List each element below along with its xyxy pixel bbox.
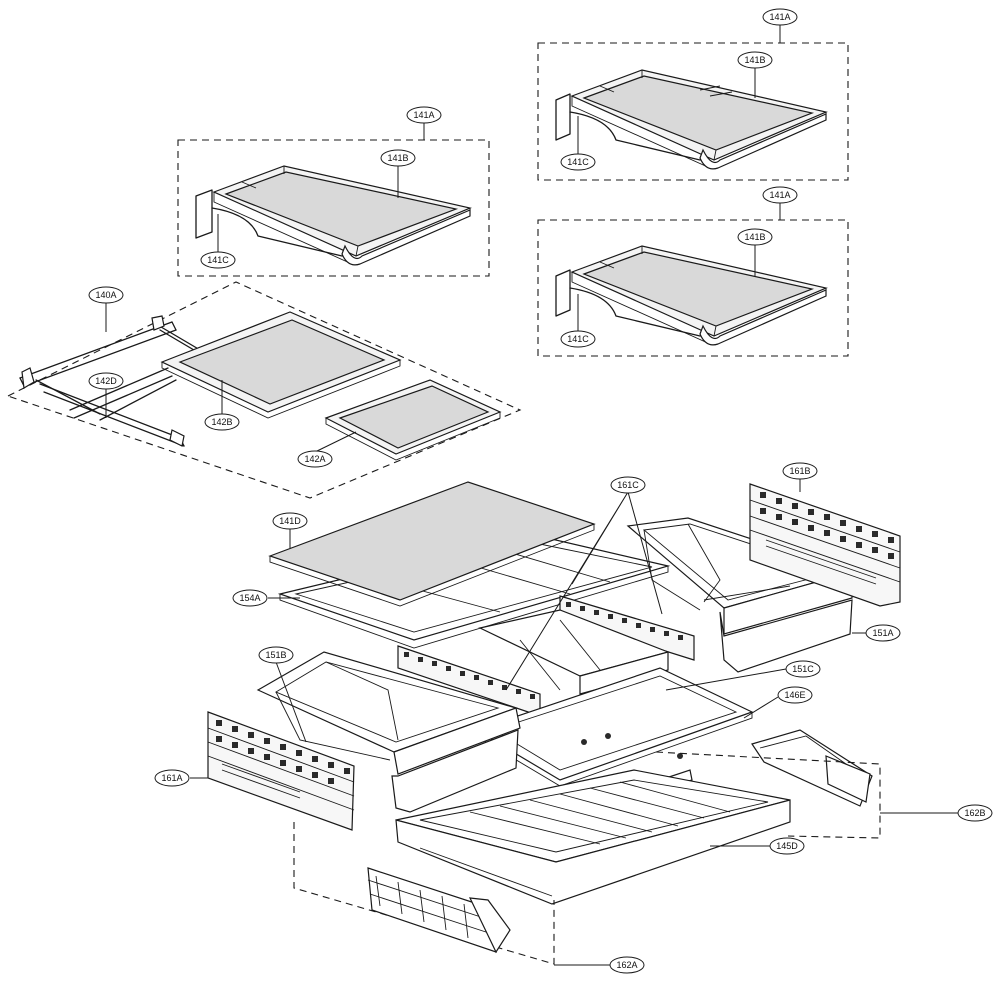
- drawer-slides: [397, 595, 695, 717]
- callout-142d: 142D: [88, 372, 124, 390]
- callout-141a-top-right: 141A: [762, 8, 798, 26]
- callout-141b-top-right: 141B: [737, 51, 773, 69]
- bottom-rail-right: [655, 729, 881, 839]
- svg-text:161C: 161C: [617, 480, 639, 490]
- svg-text:142B: 142B: [211, 417, 232, 427]
- callout-146e: 146E: [777, 686, 813, 704]
- svg-text:154A: 154A: [239, 593, 260, 603]
- callout-141d: 141D: [272, 512, 308, 530]
- svg-text:141C: 141C: [207, 255, 229, 265]
- svg-text:145D: 145D: [776, 841, 798, 851]
- svg-text:140A: 140A: [95, 290, 116, 300]
- callout-141b-mid-right: 141B: [737, 228, 773, 246]
- shelf-mid-right-group: [537, 219, 849, 357]
- folding-shelf-glass-rear: [160, 311, 402, 419]
- callout-142a: 142A: [297, 450, 333, 468]
- callout-141c-top-right: 141C: [560, 153, 596, 171]
- svg-text:151A: 151A: [872, 628, 893, 638]
- svg-text:141A: 141A: [413, 110, 434, 120]
- svg-text:141A: 141A: [769, 190, 790, 200]
- callout-141a-left: 141A: [406, 106, 442, 124]
- callout-140a: 140A: [88, 286, 124, 304]
- side-rail-left: [207, 711, 355, 831]
- callout-161a: 161A: [154, 769, 190, 787]
- drawer-left: [256, 651, 521, 813]
- shelf-mid-right: [555, 245, 828, 346]
- svg-text:151C: 151C: [792, 664, 814, 674]
- folding-shelf-group: [6, 281, 522, 499]
- bottom-front-part: [293, 822, 555, 965]
- callout-161b: 161B: [782, 462, 818, 480]
- svg-text:162B: 162B: [964, 808, 985, 818]
- svg-text:161A: 161A: [161, 773, 182, 783]
- folding-shelf-glass-front: [324, 379, 502, 461]
- callout-154a: 154A: [232, 589, 268, 607]
- callout-141a-mid-right: 141A: [762, 186, 798, 204]
- svg-text:141C: 141C: [567, 334, 589, 344]
- svg-text:141B: 141B: [387, 153, 408, 163]
- shelf-left: [195, 165, 472, 266]
- svg-text:162A: 162A: [616, 960, 637, 970]
- callout-145d: 145D: [769, 837, 805, 855]
- svg-text:141B: 141B: [744, 232, 765, 242]
- callout-141c-left: 141C: [200, 251, 236, 269]
- svg-text:141B: 141B: [744, 55, 765, 65]
- callout-162b: 162B: [957, 804, 993, 822]
- svg-text:151B: 151B: [265, 650, 286, 660]
- drawer-right: [626, 517, 855, 673]
- side-rail-right: [749, 483, 901, 607]
- shelf-top-right-group: [537, 42, 849, 181]
- callout-151c: 151C: [785, 660, 821, 678]
- bottom-tray: [395, 769, 791, 905]
- shelf-top-right: [555, 69, 828, 170]
- callout-141b-left: 141B: [380, 149, 416, 167]
- svg-text:141D: 141D: [279, 516, 301, 526]
- svg-text:141A: 141A: [769, 12, 790, 22]
- svg-text:141C: 141C: [567, 157, 589, 167]
- svg-text:142D: 142D: [95, 376, 117, 386]
- crisper-cover-group: [268, 481, 671, 649]
- crisper-cover-glass: [268, 481, 596, 607]
- svg-text:161B: 161B: [789, 466, 810, 476]
- callout-151a: 151A: [865, 624, 901, 642]
- callout-151b: 151B: [258, 646, 294, 664]
- svg-text:142A: 142A: [304, 454, 325, 464]
- callout-162a: 162A: [609, 956, 645, 974]
- leader-lines: [105, 24, 958, 966]
- callout-142b: 142B: [204, 413, 240, 431]
- side-rail-right-slots: [760, 492, 894, 559]
- callout-141c-mid-right: 141C: [560, 330, 596, 348]
- shelf-left-group: [177, 139, 490, 277]
- callout-161c: 161C: [610, 476, 646, 494]
- svg-text:146E: 146E: [784, 690, 805, 700]
- side-rail-left-slots: [216, 720, 350, 784]
